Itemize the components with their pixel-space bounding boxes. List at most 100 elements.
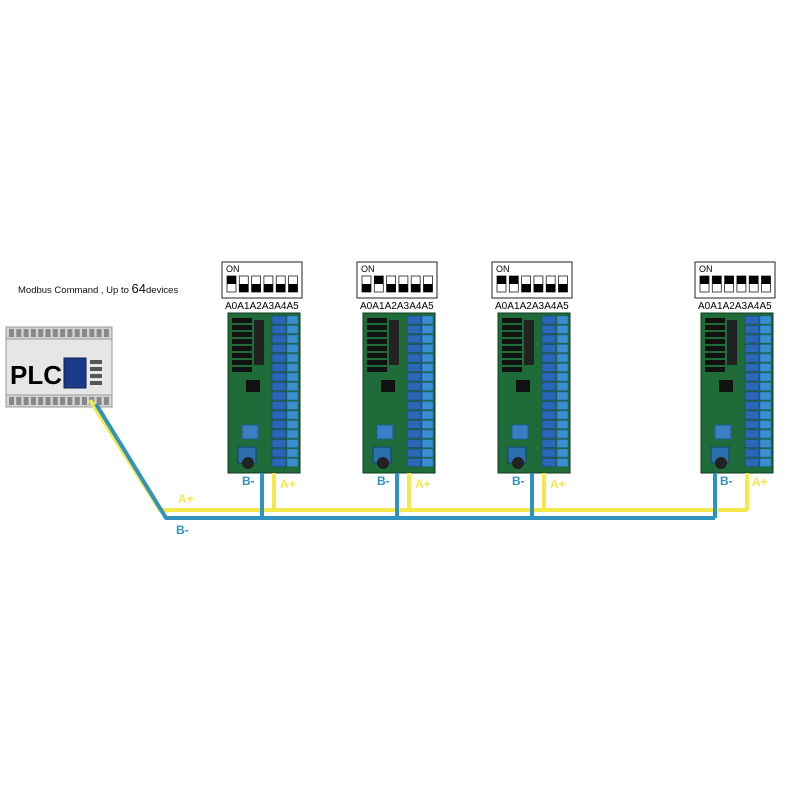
plc-terminal — [9, 329, 14, 337]
terminal-block — [287, 392, 298, 400]
terminal-block — [287, 459, 298, 467]
terminal-block — [287, 449, 298, 457]
ic-chip — [381, 380, 395, 392]
terminal-block — [760, 421, 771, 429]
plc-led — [90, 367, 102, 371]
relay — [745, 421, 759, 429]
ic-chip — [705, 318, 725, 323]
ic-chip — [367, 360, 387, 365]
relay — [272, 411, 286, 419]
terminal-block — [422, 440, 433, 448]
relay — [542, 440, 556, 448]
terminal-block — [760, 440, 771, 448]
plc-terminal — [60, 329, 65, 337]
a-drop-label: A+ — [415, 477, 431, 491]
terminal-block — [557, 335, 568, 343]
capacitor — [242, 457, 254, 469]
ic-chip — [502, 360, 522, 365]
dip-toggle — [700, 276, 709, 284]
dip-switch-label: A0 — [360, 301, 373, 312]
plc-terminal — [16, 397, 21, 405]
relay — [407, 421, 421, 429]
relay — [745, 316, 759, 324]
plc-terminal — [38, 397, 43, 405]
dip-switch-label: A3 — [532, 301, 545, 312]
b-drop-label: B- — [512, 474, 525, 488]
a-drop-label: A+ — [280, 477, 296, 491]
relay — [407, 411, 421, 419]
plc-terminal — [16, 329, 21, 337]
ic-chip — [367, 367, 387, 372]
ic-chip — [705, 346, 725, 351]
dip-toggle — [387, 284, 396, 292]
ic-chip — [705, 360, 725, 365]
dip-switch-label: A4 — [274, 301, 287, 312]
relay — [407, 326, 421, 334]
ic-chip — [367, 325, 387, 330]
plc-terminal — [31, 329, 36, 337]
plc-terminal — [75, 329, 80, 337]
relay — [272, 326, 286, 334]
dip-switch-label: A1 — [710, 301, 723, 312]
terminal-block — [287, 421, 298, 429]
dip-on-label: ON — [496, 264, 510, 274]
relay — [272, 402, 286, 410]
relay — [272, 392, 286, 400]
dip-on-label: ON — [699, 264, 713, 274]
relay — [272, 430, 286, 438]
relay — [745, 383, 759, 391]
terminal-block — [287, 354, 298, 362]
ic-chip — [705, 332, 725, 337]
ic-chip — [232, 332, 252, 337]
terminal-block — [557, 354, 568, 362]
plc-terminal — [97, 329, 102, 337]
capacitor — [512, 457, 524, 469]
plc-led — [90, 381, 102, 385]
relay — [272, 354, 286, 362]
dip-header — [377, 425, 393, 439]
relay — [745, 364, 759, 372]
relay — [542, 383, 556, 391]
plc-terminal — [46, 397, 51, 405]
dip-toggle — [264, 284, 273, 292]
terminal-block — [287, 326, 298, 334]
dip-switch-label: A0 — [495, 301, 508, 312]
terminal-block — [557, 326, 568, 334]
terminal-block — [422, 459, 433, 467]
relay — [745, 440, 759, 448]
terminal-block — [760, 430, 771, 438]
dip-switch-label: A5 — [760, 301, 773, 312]
terminal-block — [287, 335, 298, 343]
b-drop-label: B- — [242, 474, 255, 488]
relay — [407, 335, 421, 343]
devices: ONA0A1A2A3A4A5B-A+ONA0A1A2A3A4A5B-A+ONA0… — [222, 262, 775, 518]
terminal-block — [760, 345, 771, 353]
relay — [407, 440, 421, 448]
terminal-block — [287, 373, 298, 381]
terminal-block — [287, 316, 298, 324]
relay — [542, 411, 556, 419]
terminal-block — [557, 449, 568, 457]
dip-switch-label: A1 — [237, 301, 250, 312]
terminal-block — [422, 345, 433, 353]
ic-chip — [232, 360, 252, 365]
terminal-block — [287, 402, 298, 410]
plc-led — [90, 374, 102, 378]
relay — [745, 459, 759, 467]
b-drop-label: B- — [377, 474, 390, 488]
terminal-block — [760, 373, 771, 381]
plc-terminal — [67, 329, 72, 337]
relay — [272, 335, 286, 343]
relay — [407, 392, 421, 400]
terminal-block — [557, 392, 568, 400]
terminal-block — [760, 335, 771, 343]
terminal-block — [422, 421, 433, 429]
ic-chip — [367, 346, 387, 351]
relay — [407, 345, 421, 353]
dip-switch-label: A2 — [250, 301, 263, 312]
relay — [272, 449, 286, 457]
relay — [272, 364, 286, 372]
relay — [745, 392, 759, 400]
plc-terminal — [38, 329, 43, 337]
